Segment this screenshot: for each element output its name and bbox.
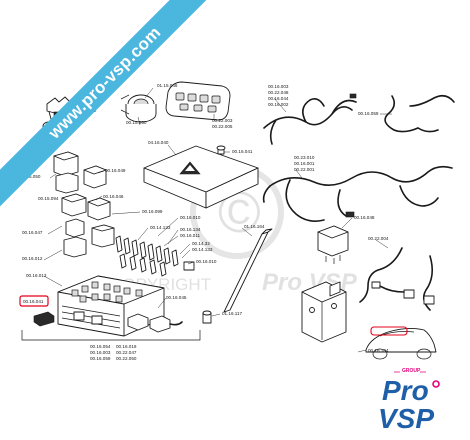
label-00-16-050: 00.16.050	[20, 174, 41, 179]
label-00-16-104: 00.16.104	[368, 348, 389, 353]
label-00-16-003-b: 00.16.003	[90, 350, 111, 355]
label-00-16-134: 00.16.134	[180, 227, 201, 232]
relay-socket-01-15-046	[120, 94, 157, 123]
label-00-14-133-b: 00.14.133	[192, 247, 213, 252]
label-00-16-048: 00.16.048	[354, 215, 375, 220]
plug-01-16-117	[202, 310, 212, 324]
bar-01-16-164	[223, 228, 273, 313]
leader-lines	[43, 87, 392, 353]
group-bracket	[21, 330, 201, 341]
label-01-16-164: 01.16.164	[244, 224, 265, 229]
label-00-16-049: 00.16.049	[105, 168, 126, 173]
label-00-16-041-screw: 00.16.041	[232, 149, 253, 154]
label-00-14-32: 00.14.32	[192, 241, 210, 246]
label-00-16-059: 00.16.059	[358, 111, 379, 116]
label-00-22-047: 00.22.047	[116, 350, 137, 355]
main-fuse-box	[57, 275, 165, 337]
connector-00-16-045	[149, 315, 183, 333]
bracket-00-16-104	[301, 281, 347, 343]
relay-00-16-048	[317, 225, 349, 264]
logo-line1: Pro	[382, 375, 429, 406]
connector-block-00-22-003	[165, 81, 231, 121]
label-00-22-005: 00.22.005	[212, 124, 233, 129]
label-00-16-001: 00.16.001	[294, 161, 315, 166]
fuse-row	[115, 235, 195, 277]
part-labels: 00.16.042 00.16.038 01.15.046 00.15.050 …	[20, 83, 389, 361]
fusebox-cover-04-16-040	[143, 145, 259, 209]
car-silhouette	[365, 326, 437, 360]
provsp-logo: GROUP Pro VSP	[378, 368, 440, 432]
screw-00-16-041	[216, 145, 226, 155]
label-00-16-019: 00.16.019	[116, 344, 137, 349]
label-04-16-040: 04.16.040	[148, 140, 169, 145]
label-00-16-013: 00.16.013	[26, 273, 47, 278]
label-00-16-041-highlighted: 00.16.041	[23, 299, 44, 304]
label-00-16-054: 00.16.054	[90, 344, 111, 349]
label-00-22-048: 00.22.048	[268, 90, 289, 95]
label-00-16-010: 00.16.010	[180, 215, 201, 220]
label-00-22-050: 00.22.050	[116, 356, 137, 361]
harness-00-16-059	[384, 94, 455, 133]
label-00-16-012: 00.16.012	[22, 256, 43, 261]
label-01-16-117: 01.16.117	[222, 311, 243, 316]
label-00-16-046: 00.16.046	[103, 194, 124, 199]
label-00-22-004: 00.22.004	[368, 236, 389, 241]
logo-accent-icon	[432, 380, 440, 388]
label-00-16-002: 00.16.002	[268, 102, 289, 107]
logo-group-text: GROUP	[402, 368, 421, 374]
harness-00-22-004	[359, 247, 435, 311]
label-00-15-047: 00.16.047	[22, 230, 43, 235]
harness-00-23-010	[262, 165, 453, 222]
car-highlight-box	[370, 326, 408, 336]
label-00-22-001: 00.22.001	[294, 167, 315, 172]
label-01-15-046: 01.15.046	[157, 83, 178, 88]
highlighted-part-00-16-041	[19, 295, 55, 327]
label-00-22-003: 00.22.003	[212, 118, 233, 123]
relay-stack-left	[53, 151, 115, 258]
label-00-15-050: 00.15.050	[126, 120, 147, 125]
label-00-16-059-b: 00.16.059	[90, 356, 111, 361]
label-00-16-045: 00.16.045	[166, 295, 187, 300]
harness-00-16-003	[263, 93, 357, 145]
label-00-14-133-a: 00.14.133	[150, 225, 171, 230]
label-00-16-003: 00.16.003	[268, 84, 289, 89]
label-00-15-094: 00.15.094	[38, 196, 59, 201]
label-00-16-010-b: 00.16.010	[196, 259, 217, 264]
label-00-16-044: 00.16.044	[268, 96, 289, 101]
label-00-16-011: 00.16.011	[180, 233, 201, 238]
label-00-16-099: 00.16.099	[142, 209, 163, 214]
logo-line2: VSP	[378, 403, 434, 432]
label-00-23-010: 00.23.010	[294, 155, 315, 160]
